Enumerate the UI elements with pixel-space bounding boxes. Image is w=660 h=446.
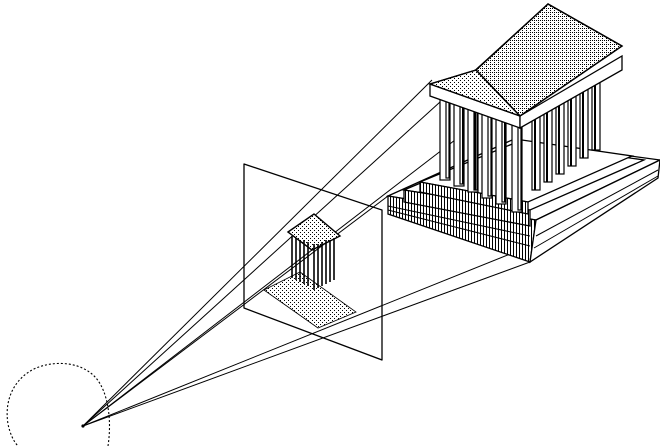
ray-to-column-mid (82, 139, 456, 427)
ray-to-pediment-left (82, 79, 433, 427)
picture-plane (243, 163, 383, 361)
temple-roof (427, 3, 624, 117)
picture-plane-frame (243, 163, 383, 361)
roof-back-edge (547, 3, 623, 47)
base-step-bottom-side (529, 159, 660, 264)
ray-to-base-bottom (82, 249, 521, 427)
projected-columns (291, 236, 335, 290)
roof-ridge (475, 3, 549, 71)
ray-to-base-right (82, 261, 531, 427)
step-line-3 (535, 169, 659, 237)
temple-base (385, 139, 660, 264)
step-line-4 (533, 175, 659, 249)
temple-columns-front (439, 95, 523, 213)
temple-object (385, 3, 660, 264)
entablature-side (519, 54, 623, 130)
step-line-1 (387, 205, 531, 237)
projected-floor (263, 271, 357, 329)
eye-point (6, 362, 111, 446)
step-line-2 (387, 209, 531, 247)
roof-eave (519, 45, 623, 117)
pediment-edge-right (475, 69, 521, 117)
pediment-edge-left (429, 69, 477, 85)
observer-head-outline (6, 362, 111, 446)
projected-image (263, 213, 357, 329)
